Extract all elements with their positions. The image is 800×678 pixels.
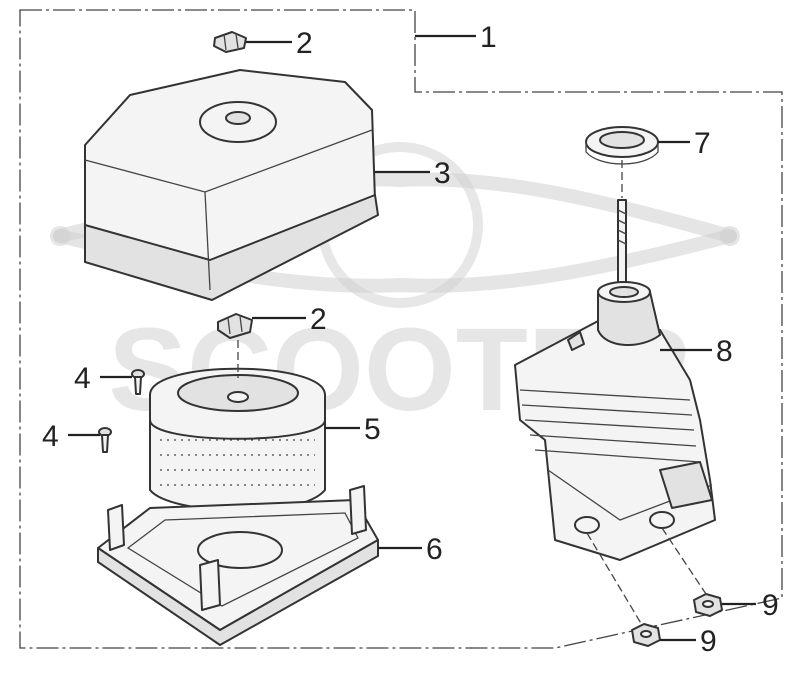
air-cleaner-base-part-6 [97,485,379,646]
clip-part-2-lower [217,313,253,339]
label-part-2-lower: 2 [310,303,327,336]
clip-part-2-top [213,31,247,53]
nut-part-9-right [693,593,723,617]
nut-part-9-lower [631,623,661,647]
label-part-8: 8 [716,335,733,368]
screw-part-4-lower [98,427,112,453]
label-part-9-right: 9 [762,589,779,622]
label-part-4-lower: 4 [42,420,59,453]
label-part-4-upper: 4 [74,362,91,395]
air-filter-element-part-5 [149,367,326,512]
label-part-5: 5 [364,413,381,446]
label-part-7: 7 [694,127,711,160]
group-boundary [19,9,783,649]
stud-bolt [617,199,627,291]
label-part-1: 1 [480,21,497,54]
label-part-2-top: 2 [296,27,313,60]
air-cleaner-cover-part-3 [84,69,379,301]
gasket-part-7 [585,126,659,165]
label-part-6: 6 [426,533,443,566]
screw-part-4-upper [131,369,145,395]
elbow-case-part-8 [514,281,716,561]
label-part-9-lower: 9 [700,625,717,658]
part-labels: 1 2 2 3 4 4 5 6 7 8 9 9 [42,21,779,658]
leader-lines [68,34,756,642]
label-part-3: 3 [434,157,451,190]
